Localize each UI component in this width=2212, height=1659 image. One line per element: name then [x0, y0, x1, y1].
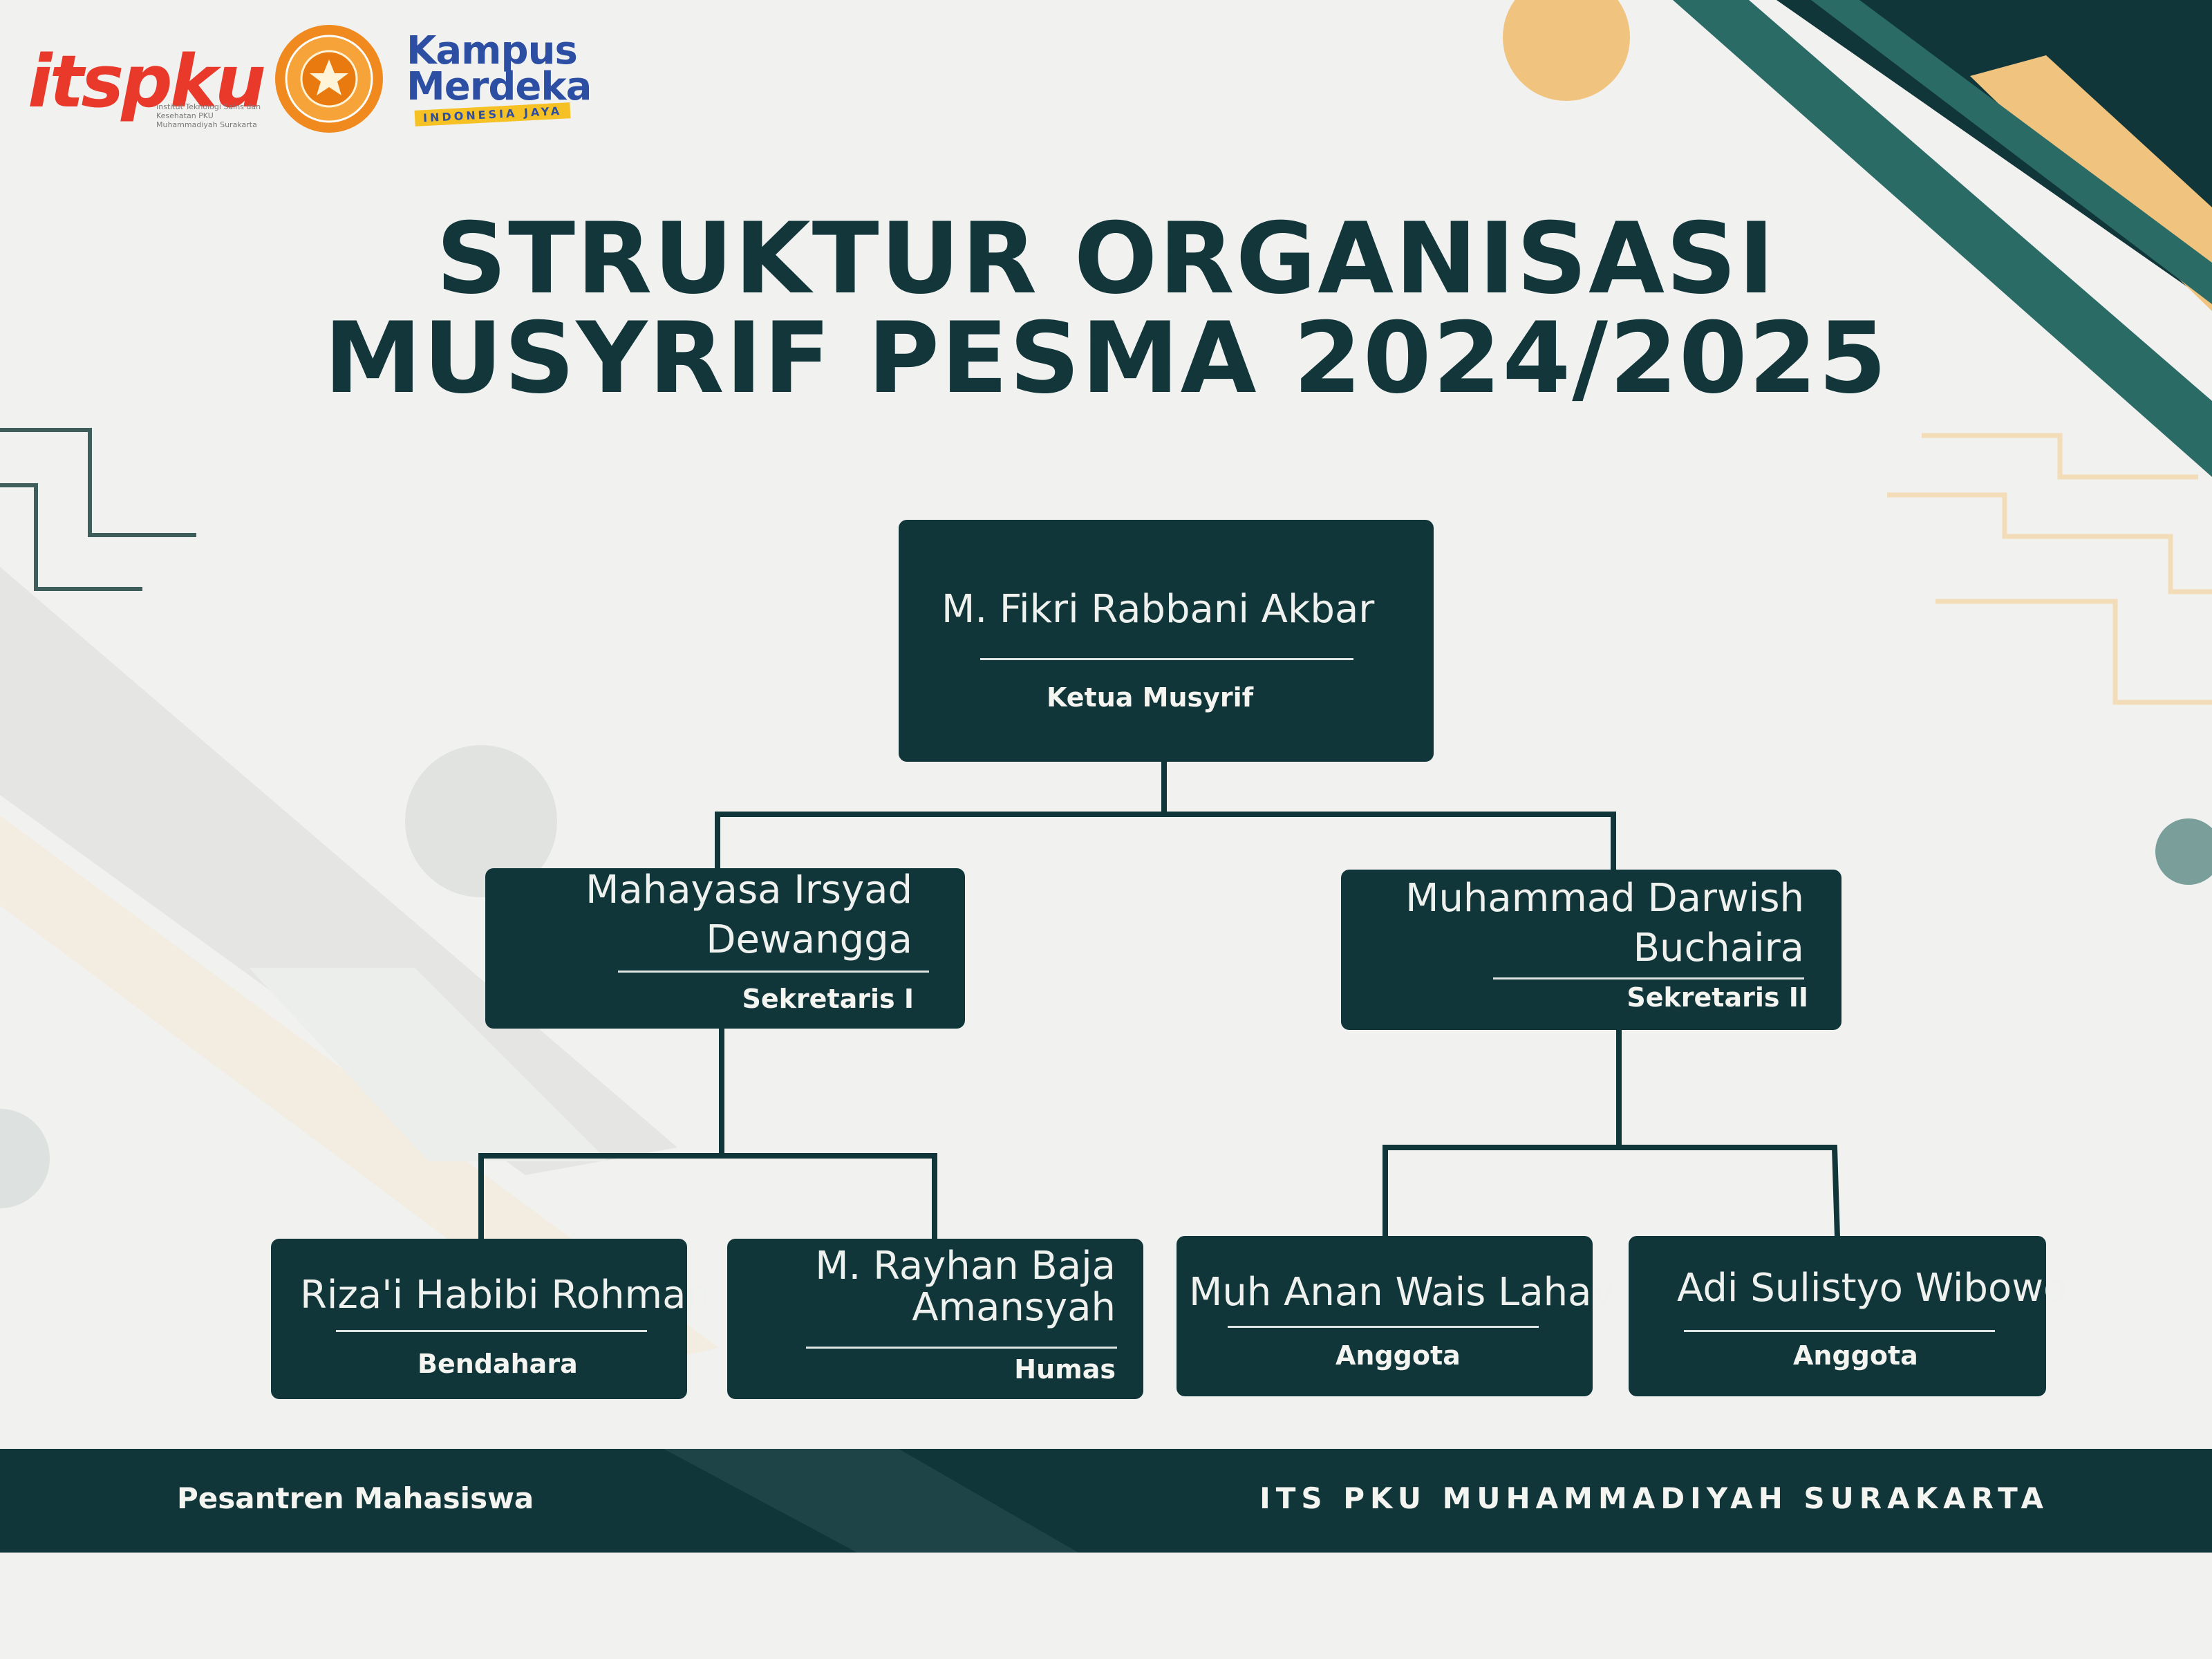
humas-role: Humas: [1014, 1354, 1116, 1385]
footer-bar: [0, 1449, 2212, 1553]
org-node-anggota-2: [1629, 1236, 2046, 1396]
anggota-2-divider: [1684, 1330, 1995, 1332]
footer-decoration: [664, 1449, 1078, 1553]
anggota-2-role: Anggota: [1793, 1340, 1918, 1371]
anggota-1-name: Muh Anan Wais Lahay: [1189, 1270, 1615, 1315]
anggota-1-divider: [1228, 1326, 1539, 1328]
page-title-line1: STRUKTUR ORGANISASI: [435, 202, 1777, 316]
org-node-humas: [727, 1239, 1143, 1399]
itspku-logo-caption: Institut Teknologi Sains dan Kesehatan P…: [156, 102, 261, 129]
sekretaris-1-name-line1: Mahayasa Irsyad: [585, 868, 912, 912]
ketua-divider: [980, 658, 1353, 660]
anggota-1-role: Anggota: [1335, 1340, 1461, 1371]
kampus-merdeka-logo: Kampus Merdeka: [406, 28, 592, 109]
org-node-bendahara: [271, 1239, 687, 1399]
ketua-role: Ketua Musyrif: [1047, 682, 1254, 713]
org-node-sekretaris-2: [1341, 870, 1841, 1030]
sekretaris-2-divider: [1493, 977, 1804, 980]
humas-divider: [806, 1347, 1117, 1349]
sekretaris-2-name-line2: Buchaira: [1633, 926, 1804, 971]
footer-right-text: ITS PKU MUHAMMADIYAH SURAKARTA: [1259, 1481, 2049, 1515]
sekretaris-2-name-line1: Muhammad Darwish: [1405, 876, 1804, 921]
university-seal-icon: [275, 25, 383, 133]
humas-name-line2: Amansyah: [912, 1285, 1116, 1330]
footer-left-text: Pesantren Mahasiswa: [177, 1481, 534, 1515]
sekretaris-2-role: Sekretaris II: [1627, 982, 1808, 1013]
anggota-2-name: Adi Sulistyo Wibowo: [1677, 1266, 2068, 1311]
sekretaris-1-name-line2: Dewangga: [706, 917, 912, 962]
itspku-logo: itspku: [28, 39, 266, 124]
page-title-line2: MUSYRIF PESMA 2024/2025: [324, 301, 1888, 415]
ketua-name: M. Fikri Rabbani Akbar: [941, 587, 1375, 632]
org-node-sekretaris-1: [485, 868, 965, 1029]
sekretaris-1-divider: [618, 971, 929, 973]
bendahara-name: Riza'i Habibi Rohman: [300, 1273, 711, 1318]
header-logos: itspku Institut Teknologi Sains dan Kese…: [28, 21, 594, 138]
org-node-ketua: [899, 520, 1434, 762]
sekretaris-1-role: Sekretaris I: [742, 984, 914, 1014]
bendahara-role: Bendahara: [418, 1349, 578, 1379]
humas-name-line1: M. Rayhan Baja: [815, 1244, 1116, 1288]
bendahara-divider: [336, 1330, 647, 1332]
org-node-anggota-1: [1177, 1236, 1593, 1396]
